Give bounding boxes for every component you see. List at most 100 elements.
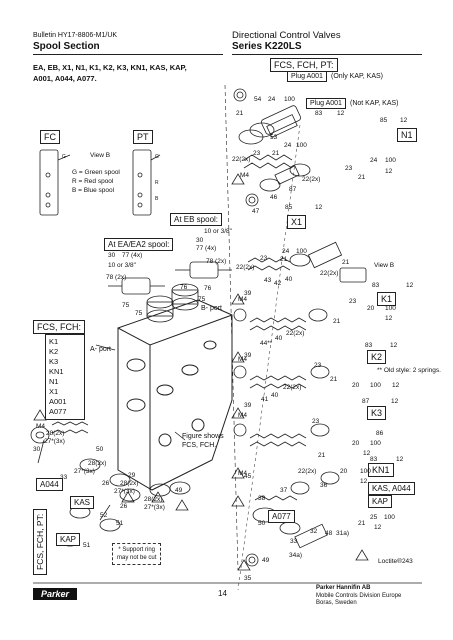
part-m4a: M4: [240, 172, 250, 179]
pt-b: B: [155, 196, 159, 202]
part-30b: 30: [108, 252, 116, 259]
color-blue: B = Blue spool: [72, 187, 115, 194]
part-28a: 28(2x): [46, 430, 65, 437]
figure-note: Figure shows FCS, FCH.: [182, 432, 224, 450]
n1-spring-assembly: [243, 154, 311, 207]
fch-item: A077: [49, 407, 67, 416]
part-100c: 100: [385, 157, 396, 164]
kas-label: KAS: [70, 496, 95, 509]
support-ring-line2: may not be cut: [117, 555, 157, 561]
header-rule-left: [33, 54, 223, 55]
part-39c: 39: [244, 402, 252, 409]
fch-item: A001: [49, 397, 67, 406]
company-name: Parker Hannifin AB: [316, 585, 371, 591]
part-54: 54: [254, 96, 262, 103]
part-28b: 28(2x): [88, 460, 107, 467]
part-51a: 51: [116, 520, 124, 527]
part-20c: 20: [352, 440, 360, 447]
part-31: 31a): [336, 530, 350, 537]
part-21f: 21: [333, 318, 341, 325]
part-12k: 12: [396, 456, 404, 463]
part-85b: 85: [285, 204, 293, 211]
doc-title: Directional Control Valves: [232, 30, 341, 41]
part-53: 53: [270, 134, 278, 141]
part-28c: 28(2x): [120, 480, 139, 487]
part-100i: 100: [384, 514, 395, 521]
section-title: Spool Section: [33, 41, 100, 52]
series-title: Series K220LS: [232, 41, 302, 52]
part-44: 44**: [260, 340, 273, 347]
part-12a: 12: [337, 110, 345, 117]
pt-g: G: [155, 154, 159, 160]
company-address: Parker Hannifin AB Mobile Controls Divis…: [316, 585, 401, 608]
k3-label: K3: [367, 406, 387, 420]
fc-label: FC: [40, 130, 60, 144]
part-36: 36: [320, 482, 328, 489]
support-ring-line1: * Support ring: [118, 547, 156, 553]
part-39a: 39: [244, 290, 252, 297]
part-27c: 27*(3x): [114, 488, 135, 495]
a044-label: A044: [36, 478, 63, 491]
fch-item: K3: [49, 357, 59, 366]
part-32: 32: [310, 528, 318, 535]
part-27a: 27*(3x): [44, 438, 65, 445]
part-22g: 22(2x): [298, 468, 317, 475]
part-75b: 75: [135, 310, 143, 317]
part-12g: 12: [390, 342, 398, 349]
part-24a: 24: [268, 96, 276, 103]
part-22d: 22(2x): [320, 270, 339, 277]
page-number: 14: [218, 589, 227, 598]
kap-label: KAP: [368, 495, 393, 508]
part-22f: 22(2x): [283, 384, 302, 391]
part-21g: 21: [330, 376, 338, 383]
kas-a044-label: KAS, A044: [368, 482, 415, 495]
b-port-label: B- port: [201, 305, 223, 312]
part-27d: 27*(3x): [144, 504, 165, 511]
part-21e: 21: [342, 259, 350, 266]
part-12d: 12: [315, 204, 323, 211]
model-list-line1: EA, EB, X1, N1, K1, K2, K3, KN1, KAS, KA…: [33, 63, 187, 72]
figure-note-line1: Figure shows: [182, 433, 224, 440]
part-22e: 22(2x): [286, 330, 305, 337]
part-26a: 26: [102, 480, 110, 487]
part-35: 35: [244, 575, 252, 582]
part-83c: 83: [365, 342, 373, 349]
part-27b: 27*(3x): [74, 468, 95, 475]
part-77b: 77 (4x): [122, 252, 143, 259]
view-b-label-1: View B: [90, 152, 111, 159]
part-21a: 21: [236, 110, 244, 117]
part-39b: 39: [244, 352, 252, 359]
part-12j: 12: [363, 450, 371, 457]
part-23a: 23: [253, 150, 261, 157]
part-23f: 23: [312, 418, 320, 425]
part-100f: 100: [370, 382, 381, 389]
part-83a: 83: [315, 110, 323, 117]
part-40b: 40: [275, 335, 283, 342]
part-78a: 78 (2x): [206, 258, 227, 265]
part-24b: 24: [284, 142, 292, 149]
k2-assembly: [233, 365, 330, 389]
color-red: R = Red spool: [72, 178, 114, 185]
part-41: 41: [261, 396, 269, 403]
company-division: Mobile Controls Division Europe: [316, 592, 402, 599]
part-75c: 75: [198, 296, 206, 303]
fch-item: KN1: [49, 367, 64, 376]
company-city: Boras, Sweden: [316, 600, 357, 606]
k3-assembly: [233, 423, 330, 447]
part-100d: 100: [296, 248, 307, 255]
part-30a: 30: [196, 237, 204, 244]
part-12c: 12: [385, 168, 393, 175]
part-100b: 100: [296, 142, 307, 149]
part-m4d: M4: [238, 412, 248, 419]
part-34: 34a): [289, 552, 303, 559]
part-22c: 22(2x): [236, 264, 255, 271]
part-24d: 24: [282, 248, 290, 255]
part-46: 46: [270, 194, 278, 201]
model-list: EA, EB, X1, N1, K1, K2, K3, KN1, KAS, KA…: [33, 62, 187, 84]
view-b-label-2: View B: [374, 262, 395, 269]
part-48: 48: [325, 530, 333, 537]
kn1-label: KN1: [368, 463, 394, 477]
old-style-note: ** Old style: 2 springs.: [377, 367, 441, 374]
loctite-note: Loctite®243: [378, 558, 413, 565]
part-76a: 76: [204, 285, 212, 292]
